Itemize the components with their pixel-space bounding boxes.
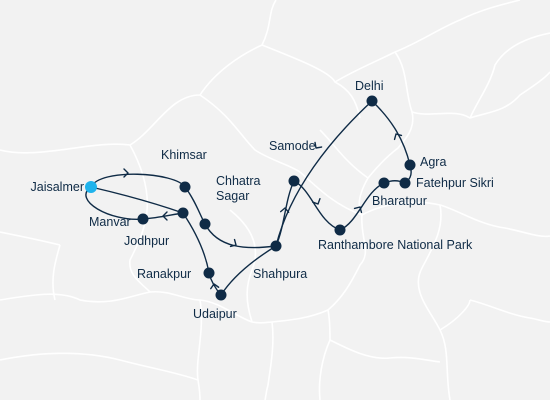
region-border bbox=[469, 299, 550, 323]
route-segment bbox=[371, 100, 411, 166]
direction-arrow-icon bbox=[162, 211, 168, 221]
direction-arrow-icon bbox=[210, 283, 220, 290]
stop-marker-samode[interactable] bbox=[288, 175, 300, 187]
stop-label-udaipur: Udaipur bbox=[193, 307, 237, 321]
direction-arrow-icon bbox=[229, 238, 237, 248]
stop-marker-delhi[interactable] bbox=[366, 95, 378, 107]
stop-label-samode: Samode bbox=[269, 139, 316, 153]
direction-arrow-icon bbox=[393, 133, 403, 141]
region-border bbox=[271, 214, 367, 323]
stop-marker-udaipur[interactable] bbox=[215, 289, 227, 301]
route-segment bbox=[275, 100, 373, 247]
region-border bbox=[0, 231, 61, 246]
stop-label-ranthambore: Ranthambore National Park bbox=[318, 238, 473, 252]
region-border bbox=[358, 111, 414, 216]
stop-label-ranakpur: Ranakpur bbox=[137, 267, 191, 281]
direction-arrow-icon bbox=[311, 197, 321, 205]
stop-marker-ranakpur[interactable] bbox=[203, 267, 215, 279]
stop-label-bharatpur: Bharatpur bbox=[372, 194, 427, 208]
region-border bbox=[334, 0, 521, 83]
route-segment bbox=[293, 180, 341, 231]
region-border bbox=[439, 299, 471, 331]
direction-arrow-icon bbox=[123, 168, 129, 178]
direction-arrow-icon bbox=[353, 206, 363, 214]
route-segment bbox=[90, 173, 186, 188]
region-border bbox=[199, 94, 301, 173]
region-border bbox=[52, 244, 61, 301]
direction-arrow-icon bbox=[314, 141, 323, 149]
region-border bbox=[299, 171, 363, 216]
region-border bbox=[129, 144, 151, 293]
stop-label-line: Sagar bbox=[216, 189, 249, 203]
stop-marker-khimsar[interactable] bbox=[179, 181, 191, 193]
region-border bbox=[329, 339, 441, 363]
stop-marker-jodhpur[interactable] bbox=[177, 207, 189, 219]
stop-marker-fatehpur-sikri[interactable] bbox=[399, 177, 411, 189]
stop-marker-shahpura[interactable] bbox=[270, 240, 282, 252]
stop-marker-ranthambore[interactable] bbox=[334, 224, 346, 236]
region-border bbox=[264, 321, 274, 400]
stop-label-fatehpur-sikri: Fatehpur Sikri bbox=[416, 176, 494, 190]
route-arrows bbox=[123, 133, 403, 290]
stop-marker-agra[interactable] bbox=[404, 159, 416, 171]
stop-marker-manvar[interactable] bbox=[137, 213, 149, 225]
stop-label-shahpura: Shahpura bbox=[253, 267, 307, 281]
stop-label-jaisalmer: Jaisalmer bbox=[31, 180, 85, 194]
region-border bbox=[469, 32, 550, 119]
stop-label-manvar: Manvar bbox=[89, 215, 131, 229]
route-segment bbox=[90, 186, 184, 214]
route-segment bbox=[220, 245, 277, 296]
stop-marker-bharatpur[interactable] bbox=[378, 177, 390, 189]
region-border bbox=[361, 201, 550, 238]
stop-marker-chhatra-sagar[interactable] bbox=[199, 218, 211, 230]
stop-label-line: Chhatra bbox=[216, 174, 261, 188]
region-border bbox=[417, 204, 451, 400]
region-border bbox=[0, 352, 199, 381]
region-border bbox=[327, 309, 331, 341]
stop-label-agra: Agra bbox=[420, 155, 446, 169]
direction-arrow-icon bbox=[279, 207, 290, 214]
stop-label-khimsar: Khimsar bbox=[161, 148, 207, 162]
region-border bbox=[0, 44, 263, 154]
region-border bbox=[261, 0, 277, 46]
region-border bbox=[319, 129, 369, 179]
region-border bbox=[318, 339, 331, 400]
region-border bbox=[0, 290, 273, 324]
stop-marker-jaisalmer[interactable] bbox=[85, 181, 97, 193]
stop-label-delhi: Delhi bbox=[355, 79, 384, 93]
region-border bbox=[229, 209, 257, 323]
stop-label-jodhpur: Jodhpur bbox=[124, 234, 169, 248]
